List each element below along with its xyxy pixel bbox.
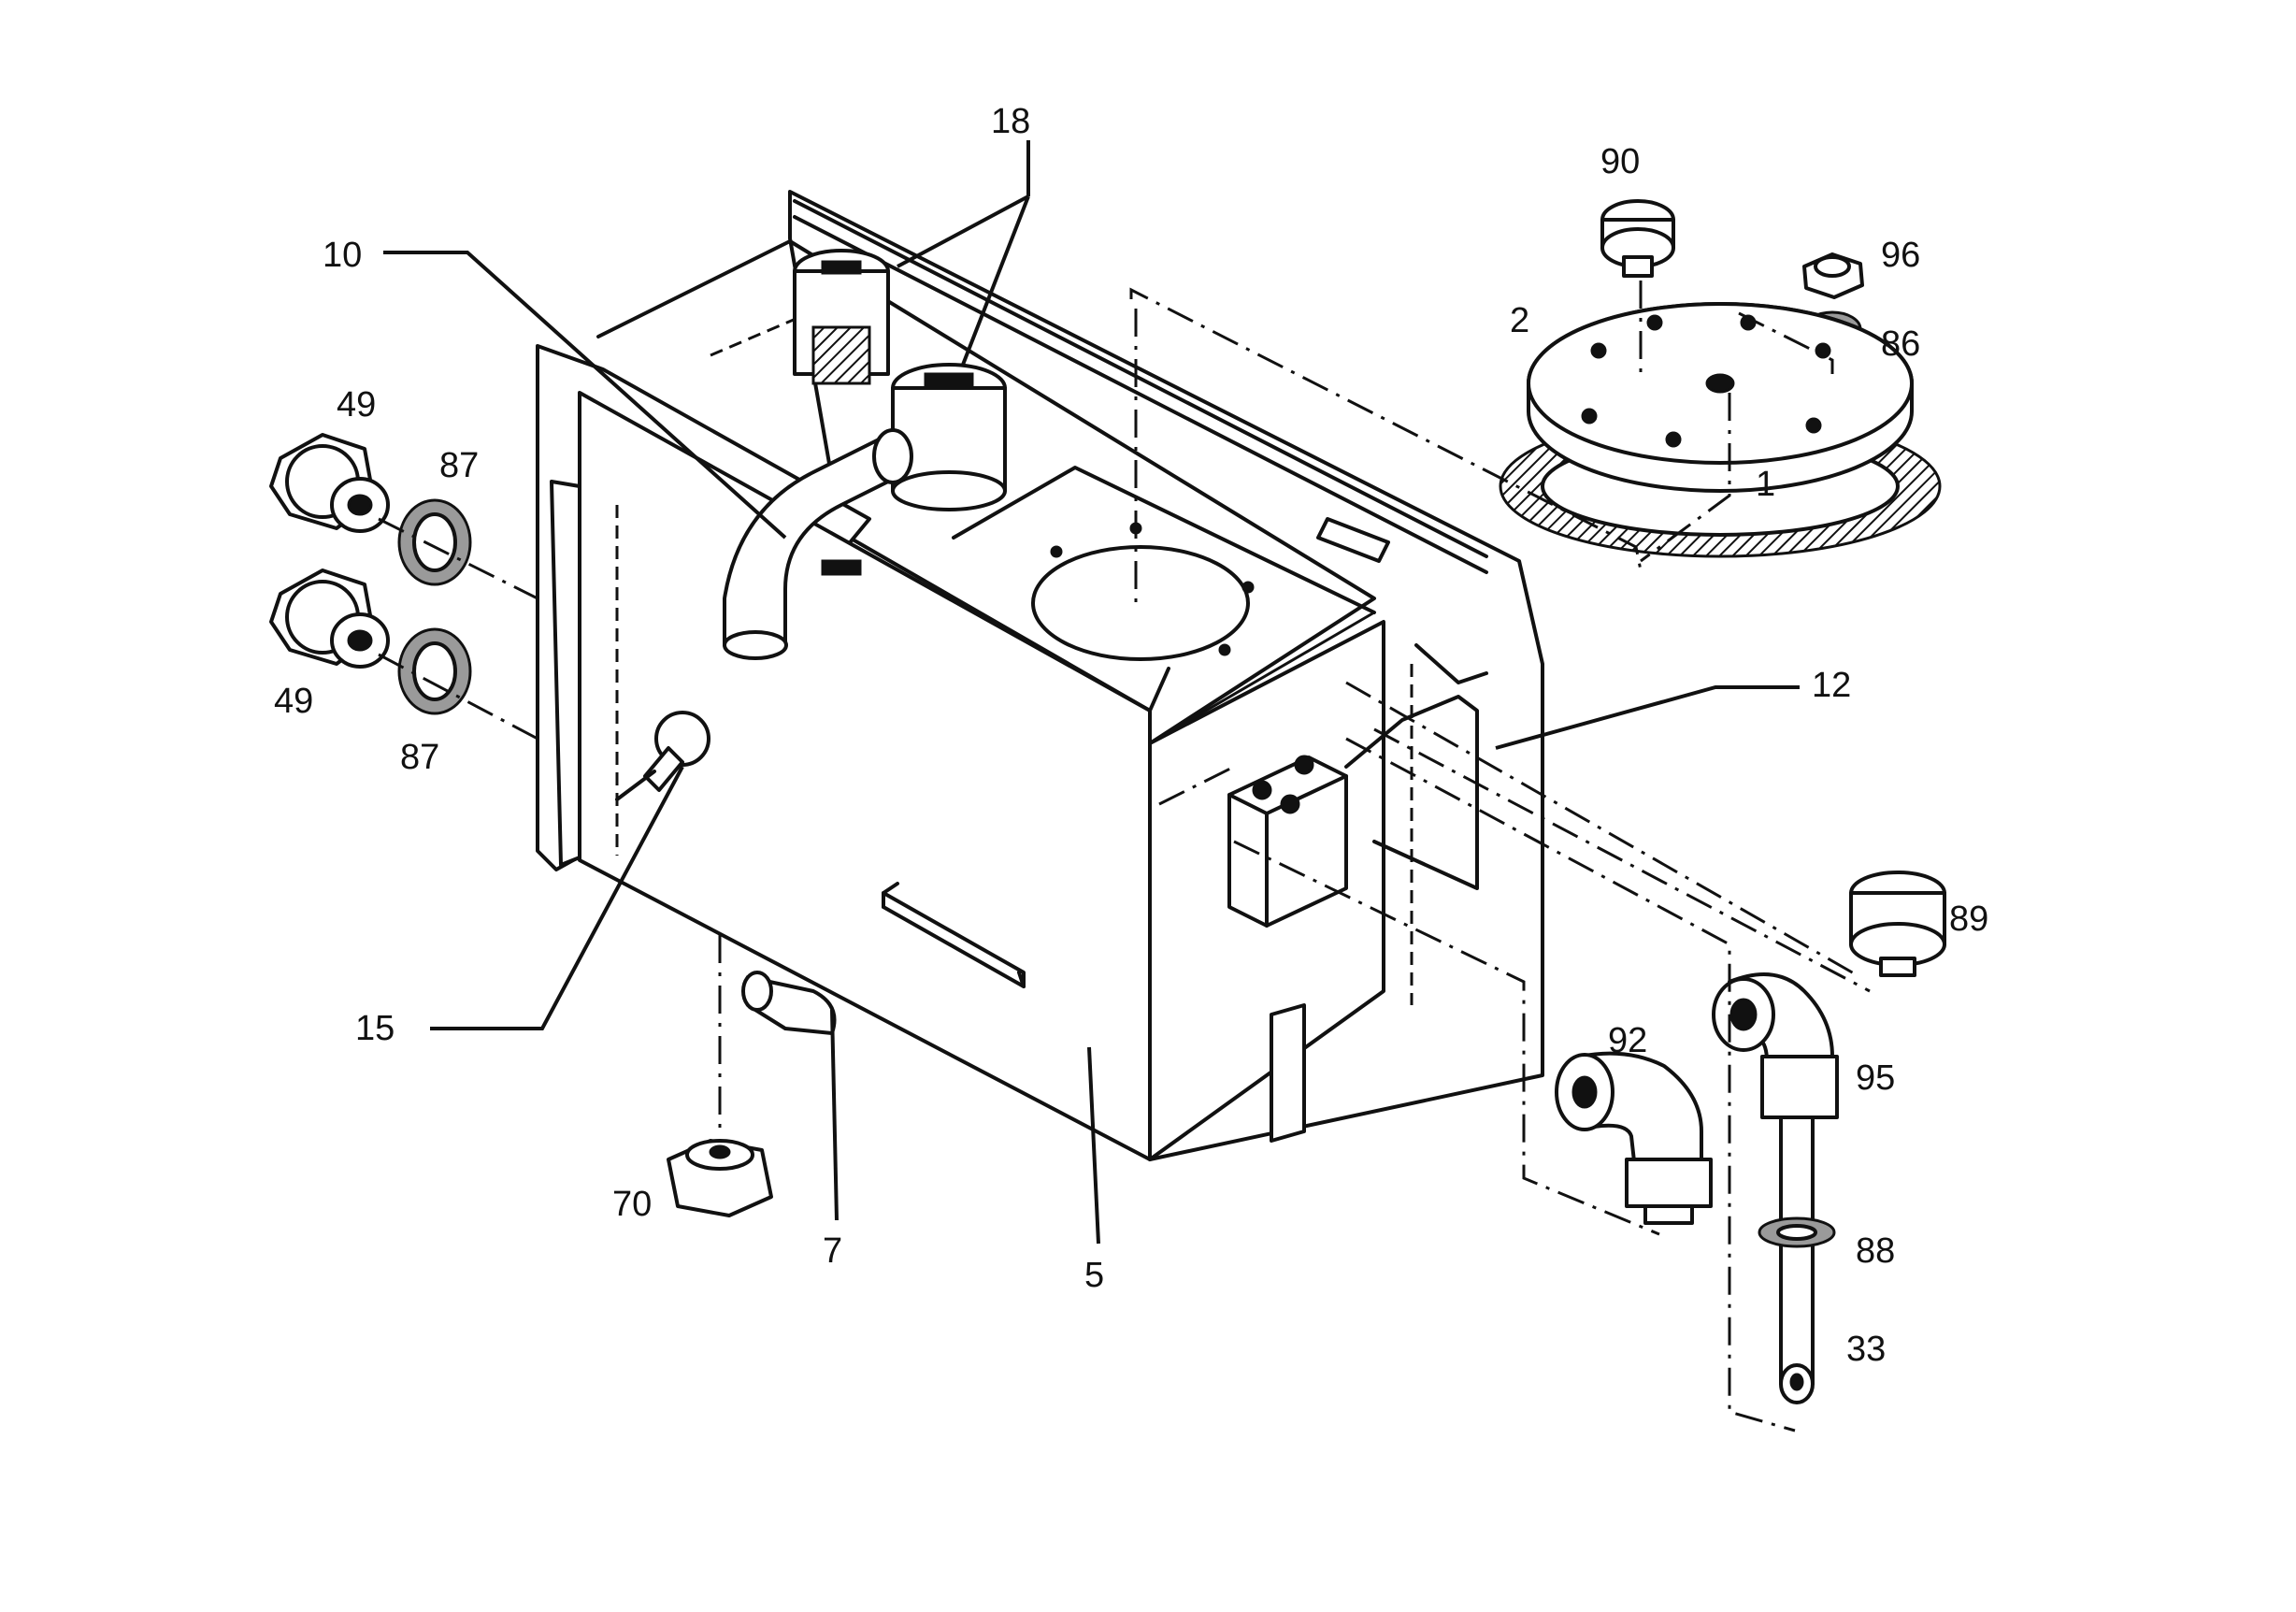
seal-ring-lower xyxy=(397,627,472,715)
leader-lines xyxy=(383,140,1800,1245)
label-33: 33 xyxy=(1846,1330,1886,1369)
drain-plug-nut xyxy=(667,1139,773,1217)
filter-assembly xyxy=(793,249,1007,511)
nut-96 xyxy=(1802,252,1864,299)
label-10: 10 xyxy=(323,236,362,275)
cover-plate-2 xyxy=(1527,302,1914,493)
label-87-lower: 87 xyxy=(400,738,439,777)
level-gauge xyxy=(615,711,710,801)
vent-cap xyxy=(1600,199,1675,278)
elbow-95-tube-33 xyxy=(1712,972,1839,1404)
label-96: 96 xyxy=(1881,236,1920,275)
elbow-pipe xyxy=(723,428,913,660)
label-92: 92 xyxy=(1608,1021,1647,1060)
label-49-upper: 49 xyxy=(337,385,376,425)
label-5: 5 xyxy=(1084,1256,1104,1295)
label-87-upper: 87 xyxy=(439,446,479,485)
label-15: 15 xyxy=(355,1009,395,1048)
label-70: 70 xyxy=(612,1185,652,1224)
tank-body xyxy=(536,190,1544,1161)
seal-ring-upper xyxy=(397,498,472,586)
label-95: 95 xyxy=(1856,1058,1895,1098)
label-89: 89 xyxy=(1949,900,1988,939)
label-90: 90 xyxy=(1600,142,1640,181)
label-7: 7 xyxy=(823,1231,842,1271)
label-88: 88 xyxy=(1856,1231,1895,1271)
label-86: 86 xyxy=(1881,324,1920,364)
part-labels: 18 10 49 87 49 87 15 70 7 5 90 96 2 86 1… xyxy=(274,102,1988,1369)
label-1: 1 xyxy=(1756,465,1775,504)
label-18: 18 xyxy=(991,102,1030,141)
label-49-lower: 49 xyxy=(274,682,313,721)
elbow-92 xyxy=(1555,1051,1713,1225)
plug-89 xyxy=(1849,871,1946,977)
label-12: 12 xyxy=(1812,666,1851,705)
union-plug-upper xyxy=(269,433,390,533)
label-2: 2 xyxy=(1510,301,1529,340)
union-plug-lower xyxy=(269,569,390,669)
alignment-lines xyxy=(378,281,1871,1432)
